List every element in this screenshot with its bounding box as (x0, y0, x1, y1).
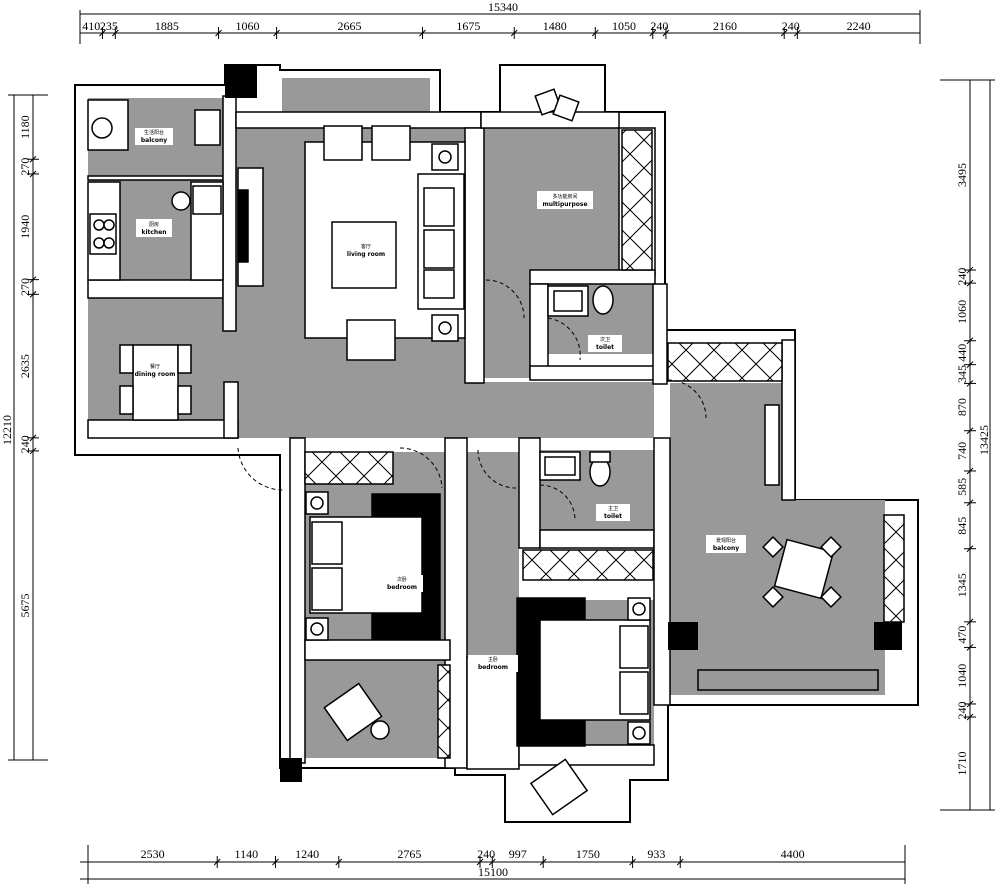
interior-walls (87, 95, 796, 770)
dimension-value: 3495 (955, 163, 969, 187)
svg-text:kitchen: kitchen (141, 229, 166, 236)
dimension-value: 1240 (295, 847, 319, 861)
room-label-master-toilet: 主卫 toilet (596, 504, 630, 521)
room-label-dining-room: 餐厅 dining room (135, 363, 176, 378)
svg-text:景观阳台: 景观阳台 (716, 537, 736, 544)
dimension-value: 2635 (18, 354, 32, 378)
svg-text:multipurpose: multipurpose (542, 201, 587, 208)
dimension-value: 235 (100, 19, 118, 33)
right-dimension-values: 3495 240 1060 440 345 870 740 585 845 1345 470 1040… (955, 163, 969, 775)
svg-text:toilet: toilet (596, 344, 614, 351)
master-bedroom-furniture (516, 597, 651, 816)
room-label-service-balcony: 生活阳台 balcony (135, 128, 173, 145)
dimension-value: 933 (647, 847, 665, 861)
dimension-value: 740 (955, 442, 969, 460)
dimension-value: 240 (955, 268, 969, 286)
dimension-value: 1040 (955, 664, 969, 688)
dimension-value: 2160 (713, 19, 737, 33)
svg-text:bedroom: bedroom (478, 664, 508, 671)
dimension-value: 1060 (236, 19, 260, 33)
svg-text:主卧: 主卧 (488, 656, 498, 663)
dimension-value: 345 (955, 365, 969, 383)
wardrobes (304, 129, 905, 759)
door-swings (237, 279, 707, 521)
dimension-value: 845 (955, 517, 969, 535)
bottom-dimension-values: 2530 1140 1240 2765 240 997 1750 933 4400 (141, 847, 805, 861)
dimension-value: 270 (18, 158, 32, 176)
dimension-value: 997 (509, 847, 527, 861)
dimension-value: 240 (477, 847, 495, 861)
room-label-kitchen: 厨房 kitchen (136, 219, 172, 237)
svg-text:多功能房间: 多功能房间 (552, 193, 577, 200)
dimension-value: 1345 (955, 573, 969, 597)
dimension-value: 440 (955, 344, 969, 362)
dimension-value: 585 (955, 478, 969, 496)
svg-text:次卫: 次卫 (600, 336, 610, 343)
dining-table (119, 344, 192, 421)
svg-text:balcony: balcony (141, 137, 167, 144)
dimension-value: 1060 (955, 300, 969, 324)
living-room-furniture (304, 125, 466, 361)
dimension-value: 2665 (338, 19, 362, 33)
dimension-value: 1885 (155, 19, 179, 33)
bathroom-fixtures (539, 285, 614, 487)
dimension-value: 470 (955, 626, 969, 644)
dimension-value: 2765 (397, 847, 421, 861)
room-label-guest-toilet: 次卫 toilet (588, 335, 622, 352)
left-dimension-values: 1180 270 1940 270 2635 240 5675 (18, 115, 32, 617)
dimension-value: 2530 (141, 847, 165, 861)
bottom-dimension-lines (80, 845, 906, 884)
svg-text:bedroom: bedroom (387, 584, 417, 591)
svg-text:次卧: 次卧 (397, 576, 407, 583)
second-bedroom-furniture (305, 491, 441, 742)
svg-text:dining room: dining room (135, 371, 176, 378)
left-overall-dimension: 12210 (0, 415, 14, 445)
dimension-value: 1940 (18, 215, 32, 239)
dimension-value: 240 (18, 435, 32, 453)
svg-text:toilet: toilet (604, 513, 622, 520)
svg-text:生活阳台: 生活阳台 (144, 129, 164, 136)
dimension-value: 1050 (612, 19, 636, 33)
top-dimension-lines (79, 10, 921, 44)
top-balcony-chairs (534, 88, 580, 122)
dimension-value: 410 (82, 19, 100, 33)
dimension-value: 240 (955, 701, 969, 719)
tv-cabinet (237, 167, 264, 287)
dimension-value: 1140 (235, 847, 259, 861)
room-label-second-bedroom: 次卧 bedroom (381, 575, 423, 592)
right-overall-dimension: 13425 (977, 425, 991, 455)
dimension-value: 1180 (18, 115, 32, 139)
svg-text:餐厅: 餐厅 (150, 363, 160, 370)
svg-text:厨房: 厨房 (149, 221, 159, 228)
dimension-value: 1675 (456, 19, 480, 33)
dimension-value: 870 (955, 398, 969, 416)
svg-text:主卫: 主卫 (608, 505, 618, 512)
kitchen-fixtures (87, 99, 224, 281)
dimension-value: 240 (650, 19, 668, 33)
dimension-value: 1710 (955, 752, 969, 776)
room-label-view-balcony: 景观阳台 balcony (706, 535, 746, 553)
balcony-furniture (697, 404, 879, 691)
dimension-value: 1480 (543, 19, 567, 33)
structural-columns (225, 65, 902, 782)
dimension-value: 270 (18, 278, 32, 296)
svg-text:living room: living room (347, 251, 385, 258)
room-label-multipurpose: 多功能房间 multipurpose (537, 191, 593, 209)
dimension-value: 5675 (18, 593, 32, 617)
bottom-overall-dimension: 15100 (478, 865, 508, 879)
dimension-value: 4400 (781, 847, 805, 861)
room-label-master-bedroom: 主卧 bedroom (468, 655, 518, 672)
dimension-value: 240 (782, 19, 800, 33)
svg-text:balcony: balcony (713, 545, 739, 552)
svg-text:客厅: 客厅 (361, 243, 371, 250)
left-dimension-lines (8, 94, 48, 761)
top-overall-dimension: 15340 (488, 0, 518, 14)
right-dimension-lines (940, 79, 995, 811)
room-label-living-room: 客厅 living room (347, 243, 385, 258)
dimension-value: 2240 (847, 19, 871, 33)
dimension-value: 1750 (576, 847, 600, 861)
